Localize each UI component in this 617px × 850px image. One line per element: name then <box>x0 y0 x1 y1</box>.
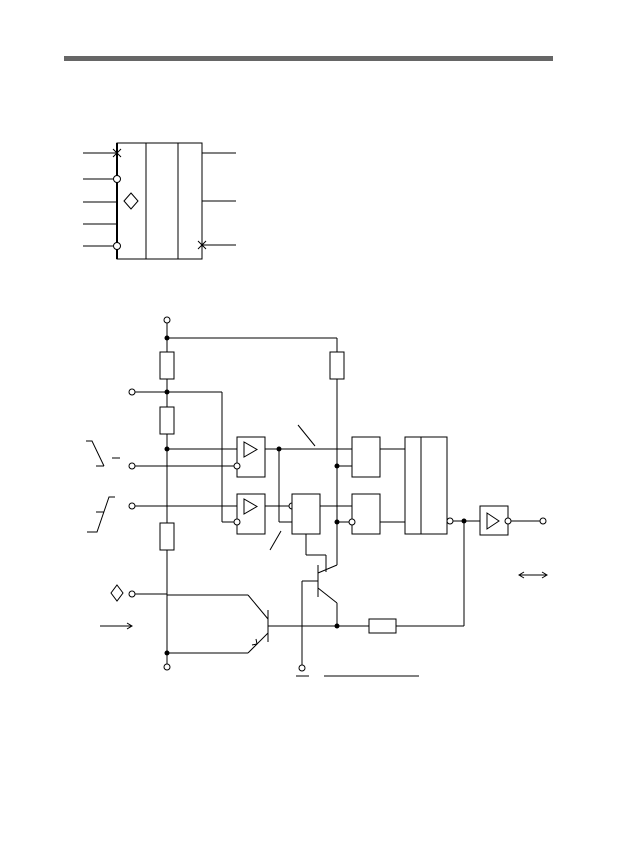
diamond-icon <box>110 584 124 602</box>
buffer-triangle-icon <box>486 512 500 530</box>
bidirectional-arrow-icon <box>518 571 548 579</box>
inversion-bubble-icon <box>113 175 121 183</box>
leader-line <box>297 424 316 447</box>
inversion-bubble-icon <box>113 242 121 250</box>
resistor <box>159 351 175 380</box>
resistor <box>159 522 175 551</box>
leader-line <box>269 530 282 551</box>
symbol-body <box>116 142 203 260</box>
buffer-triangle-icon <box>243 498 259 515</box>
npn-transistor-upper <box>301 564 338 665</box>
input-terminal <box>128 502 136 510</box>
open-collector-cross-icon <box>197 240 207 250</box>
junction-dot <box>164 650 170 656</box>
resistor <box>329 351 345 380</box>
junction-dot <box>164 389 170 395</box>
switch-normally-closed-icon <box>86 440 120 467</box>
junction-dot <box>334 623 340 629</box>
input-arrow-icon <box>100 622 133 630</box>
buffer-block <box>236 493 266 535</box>
header-rule <box>64 56 553 61</box>
buffer-block <box>479 505 509 536</box>
logic-block <box>351 436 381 478</box>
resistor <box>159 406 175 435</box>
output-terminal <box>539 517 547 525</box>
buffer-triangle-icon <box>243 441 259 458</box>
ground-terminal <box>298 664 306 672</box>
input-terminal <box>128 590 136 598</box>
input-terminal <box>128 462 136 470</box>
gnd-terminal <box>163 663 171 671</box>
switch-normally-open-icon <box>87 496 115 533</box>
input-terminal <box>128 388 136 396</box>
flip-flop-block <box>404 436 448 535</box>
logic-symbol <box>83 142 236 260</box>
diamond-icon <box>123 192 139 210</box>
inversion-bubble-icon <box>504 517 512 525</box>
inversion-bubble-icon <box>233 462 241 470</box>
open-collector-cross-icon <box>112 148 122 158</box>
inversion-bubble-icon <box>233 518 241 526</box>
logic-block <box>291 493 321 535</box>
circuit-schematic <box>86 316 548 677</box>
inversion-bubble-icon <box>348 518 356 526</box>
buffer-block <box>236 436 266 478</box>
vcc-terminal <box>163 316 171 324</box>
inversion-bubble-icon <box>446 517 454 525</box>
resistor <box>368 618 397 634</box>
npn-transistor-lower <box>167 594 269 654</box>
logic-block <box>351 493 381 535</box>
